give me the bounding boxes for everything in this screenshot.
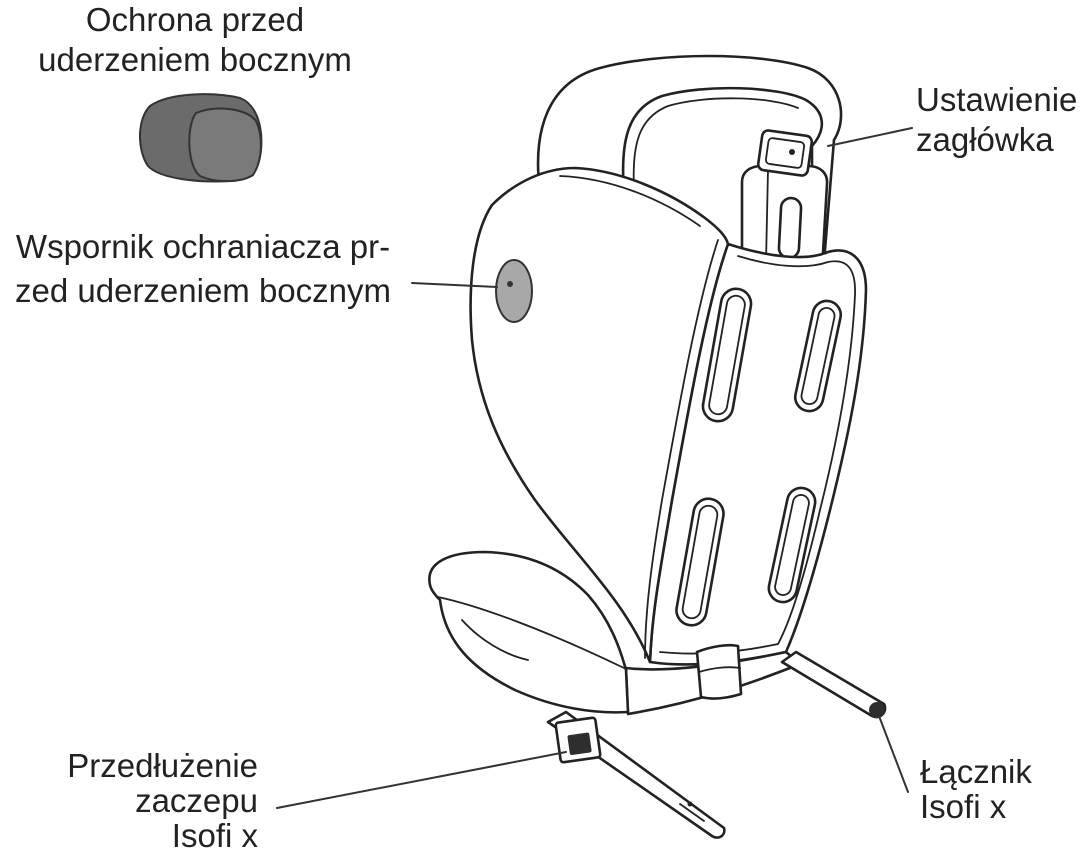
label-isofix-connector: Łącznik Isofi x xyxy=(920,754,1032,824)
slot-lower-left xyxy=(675,497,725,627)
label-isofix-extension: Przedłużenie zaczepu Isofi x xyxy=(0,748,258,853)
side-impact-protector-face xyxy=(188,107,262,183)
isofix-arm-left-slot xyxy=(679,803,705,822)
belt-guide-strap xyxy=(695,643,743,700)
label-line: Isofi x xyxy=(920,788,1007,825)
slot-upper-right xyxy=(793,299,843,413)
leader-line-isofix-extension xyxy=(276,751,567,809)
isofix-extension-arm xyxy=(546,710,726,839)
headrest xyxy=(536,54,843,264)
label-side-impact-bracket: Wspornik ochraniacza pr- zed uderzeniem … xyxy=(0,225,406,313)
headrest-slider-fold xyxy=(765,169,769,263)
side-impact-bracket xyxy=(495,259,533,323)
label-line: Przedłużenie xyxy=(67,747,258,784)
slot-lower-right-inner xyxy=(774,494,810,596)
headrest-adjust-button xyxy=(756,129,814,177)
label-line: Łącznik xyxy=(920,753,1032,790)
seat-cushion xyxy=(428,550,630,714)
belt-guide xyxy=(695,643,743,700)
label-line: zaczepu xyxy=(135,782,258,819)
label-line: Ustawienie xyxy=(916,81,1078,118)
label-headrest-adjustment: Ustawienie zagłówka xyxy=(916,80,1077,160)
isofix-connector-arm xyxy=(780,650,887,719)
isofix-connector xyxy=(869,702,885,718)
headrest-piping xyxy=(632,97,799,189)
leader-lines xyxy=(276,127,913,809)
back-panel-piping xyxy=(659,255,856,655)
belt-guide-line xyxy=(698,666,741,673)
label-line: uderzeniem bocznym xyxy=(38,41,352,78)
label-line: Wspornik ochraniacza pr- xyxy=(15,228,391,265)
slot-lower-right xyxy=(767,486,817,604)
headrest-slider-slot xyxy=(777,196,803,260)
isofix-extension-button xyxy=(567,732,592,755)
back-panel-slots xyxy=(675,287,843,627)
seat-cushion-edge xyxy=(437,596,625,669)
headrest-adjust-button-frame xyxy=(756,129,814,177)
slot-lower-left-inner xyxy=(681,504,719,620)
label-line: zagłówka xyxy=(916,121,1054,158)
side-impact-bracket-dot xyxy=(507,281,513,287)
seat-cushion-bolster xyxy=(461,619,529,661)
headrest-adjust-button-face xyxy=(764,137,806,169)
slot-upper-left-inner xyxy=(708,294,746,416)
headrest-adjust-button-dot xyxy=(789,149,795,155)
leader-line-headrest-adjustment xyxy=(827,127,913,147)
side-wing xyxy=(469,166,730,664)
label-line: zed uderzeniem bocznym xyxy=(14,272,392,309)
slot-upper-left xyxy=(701,287,753,423)
label-line: Ochrona przed xyxy=(85,1,305,38)
car-seat xyxy=(428,54,887,839)
label-line: Isofi x xyxy=(171,817,258,854)
slot-upper-right-inner xyxy=(800,306,836,406)
side-wing-top-piping xyxy=(559,175,701,227)
isofix-arm-left-dot xyxy=(687,801,693,807)
label-side-impact-protection: Ochrona przed uderzeniem bocznym xyxy=(30,0,360,80)
leader-line-side-impact-bracket xyxy=(411,282,498,288)
side-wing-piping xyxy=(644,239,719,659)
side-impact-protector xyxy=(139,93,263,183)
leader-line-isofix-connector xyxy=(878,715,909,793)
